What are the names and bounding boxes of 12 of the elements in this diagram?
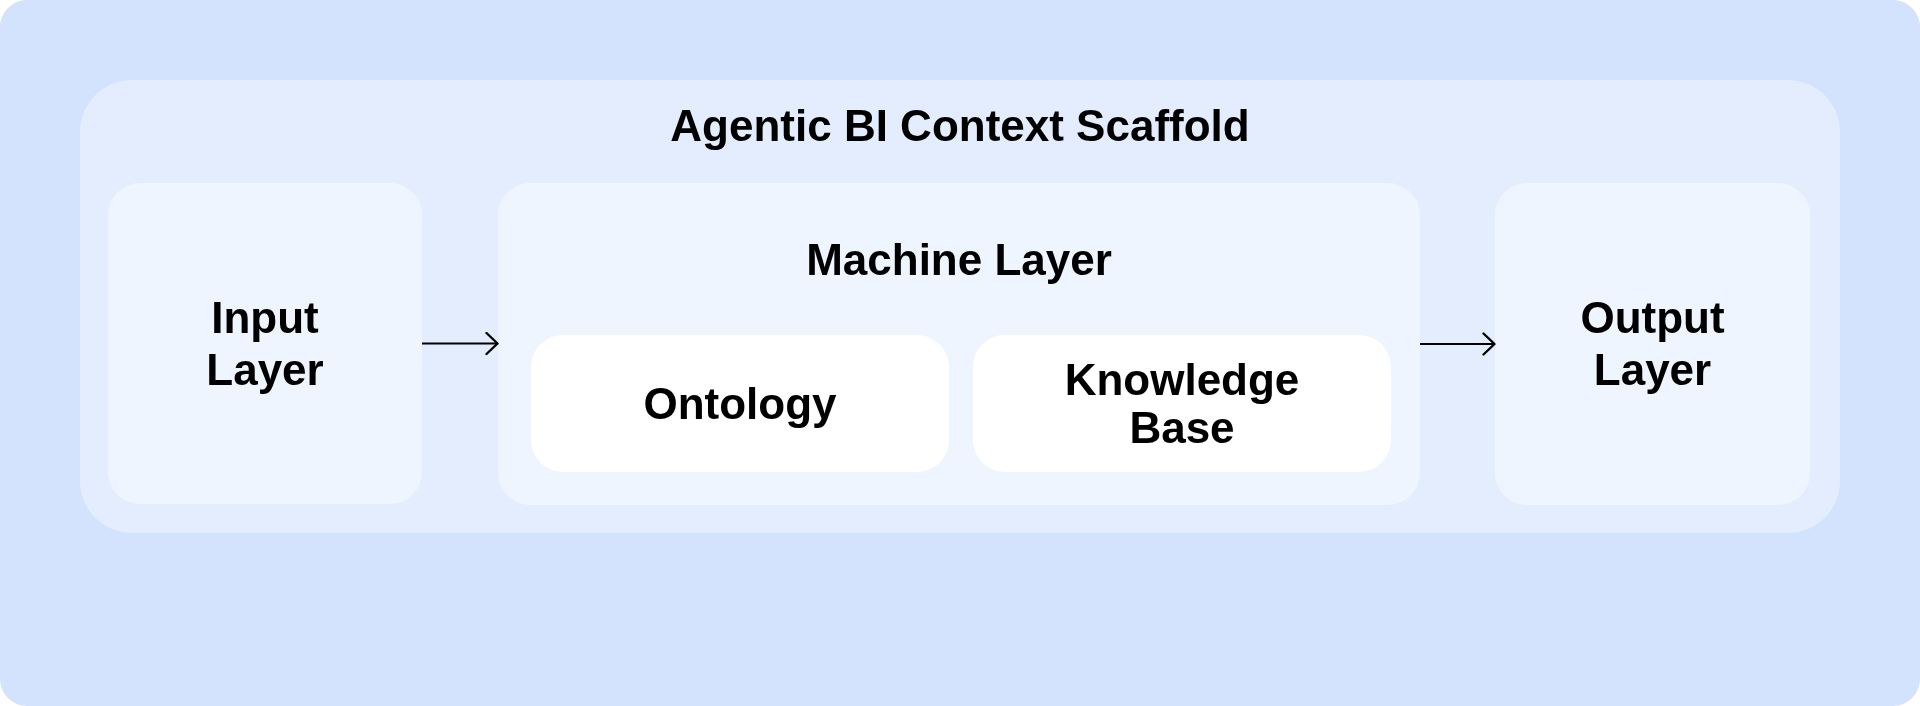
layer-box (1495, 183, 1810, 505)
box-label: Input Layer (205, 291, 325, 396)
layer-box (108, 183, 422, 504)
panel-title: Agentic BI Context Scaffold (670, 102, 1250, 150)
layer-box (498, 183, 1420, 505)
container-panel (80, 80, 1840, 533)
box-label: Knowledge Base (1063, 355, 1301, 452)
arrow (422, 331, 499, 356)
box-label: Output Layer (1579, 292, 1726, 396)
box-title: Machine Layer (806, 236, 1112, 284)
box-label: Ontology (643, 379, 837, 428)
arrow (1420, 332, 1496, 356)
